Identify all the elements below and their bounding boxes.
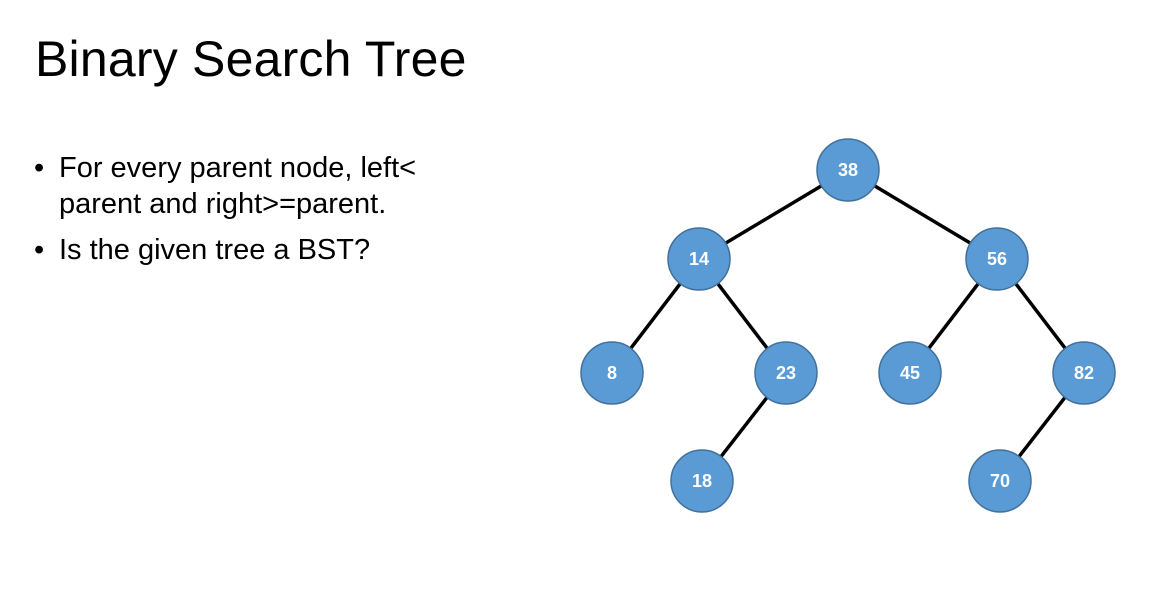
tree-node-14: 14 — [667, 227, 731, 291]
tree-edge-56-82 — [1014, 282, 1067, 350]
bullet-icon: • — [34, 152, 45, 184]
tree-node-circle — [1052, 341, 1116, 405]
slide-title: Binary Search Tree — [35, 31, 467, 87]
tree-node-circle — [670, 449, 734, 513]
tree-node-circle — [968, 449, 1032, 513]
tree-node-label: 23 — [776, 363, 796, 383]
tree-node-circle — [965, 227, 1029, 291]
tree-node-45: 45 — [878, 341, 942, 405]
tree-node-circle — [754, 341, 818, 405]
tree-edge-38-56 — [873, 184, 972, 245]
tree-edge-14-23 — [716, 282, 769, 350]
tree-node-label: 14 — [689, 249, 709, 269]
tree-node-82: 82 — [1052, 341, 1116, 405]
bullet-item-question: • Is the given tree a BST? — [34, 232, 504, 268]
tree-edge-38-14 — [724, 184, 823, 245]
bullet-text: For every parent node, left< parent and … — [59, 152, 417, 220]
tree-node-38: 38 — [816, 138, 880, 202]
tree-node-circle — [667, 227, 731, 291]
bullet-icon: • — [34, 234, 45, 266]
tree-node-23: 23 — [754, 341, 818, 405]
tree-edge-82-70 — [1017, 396, 1067, 458]
bullet-list: • For every parent node, left< parent an… — [34, 150, 504, 278]
tree-node-circle — [816, 138, 880, 202]
tree-edge-23-18 — [719, 396, 769, 458]
tree-nodes: 38 14 8 23 18 56 45 82 70 — [580, 138, 1116, 513]
bullet-item-bst-rule: • For every parent node, left< parent an… — [34, 150, 504, 222]
tree-node-label: 45 — [900, 363, 920, 383]
tree-edge-14-8 — [629, 282, 682, 350]
tree-edge-56-45 — [927, 282, 980, 350]
tree-edges — [629, 184, 1067, 458]
tree-node-label: 82 — [1074, 363, 1094, 383]
tree-node-18: 18 — [670, 449, 734, 513]
tree-node-label: 56 — [987, 249, 1007, 269]
tree-node-label: 18 — [692, 471, 712, 491]
tree-node-circle — [580, 341, 644, 405]
tree-node-label: 8 — [607, 363, 617, 383]
tree-node-label: 70 — [990, 471, 1010, 491]
tree-node-56: 56 — [965, 227, 1029, 291]
tree-node-8: 8 — [580, 341, 644, 405]
tree-node-70: 70 — [968, 449, 1032, 513]
bullet-text: Is the given tree a BST? — [59, 234, 371, 266]
tree-node-label: 38 — [838, 160, 858, 180]
tree-node-circle — [878, 341, 942, 405]
